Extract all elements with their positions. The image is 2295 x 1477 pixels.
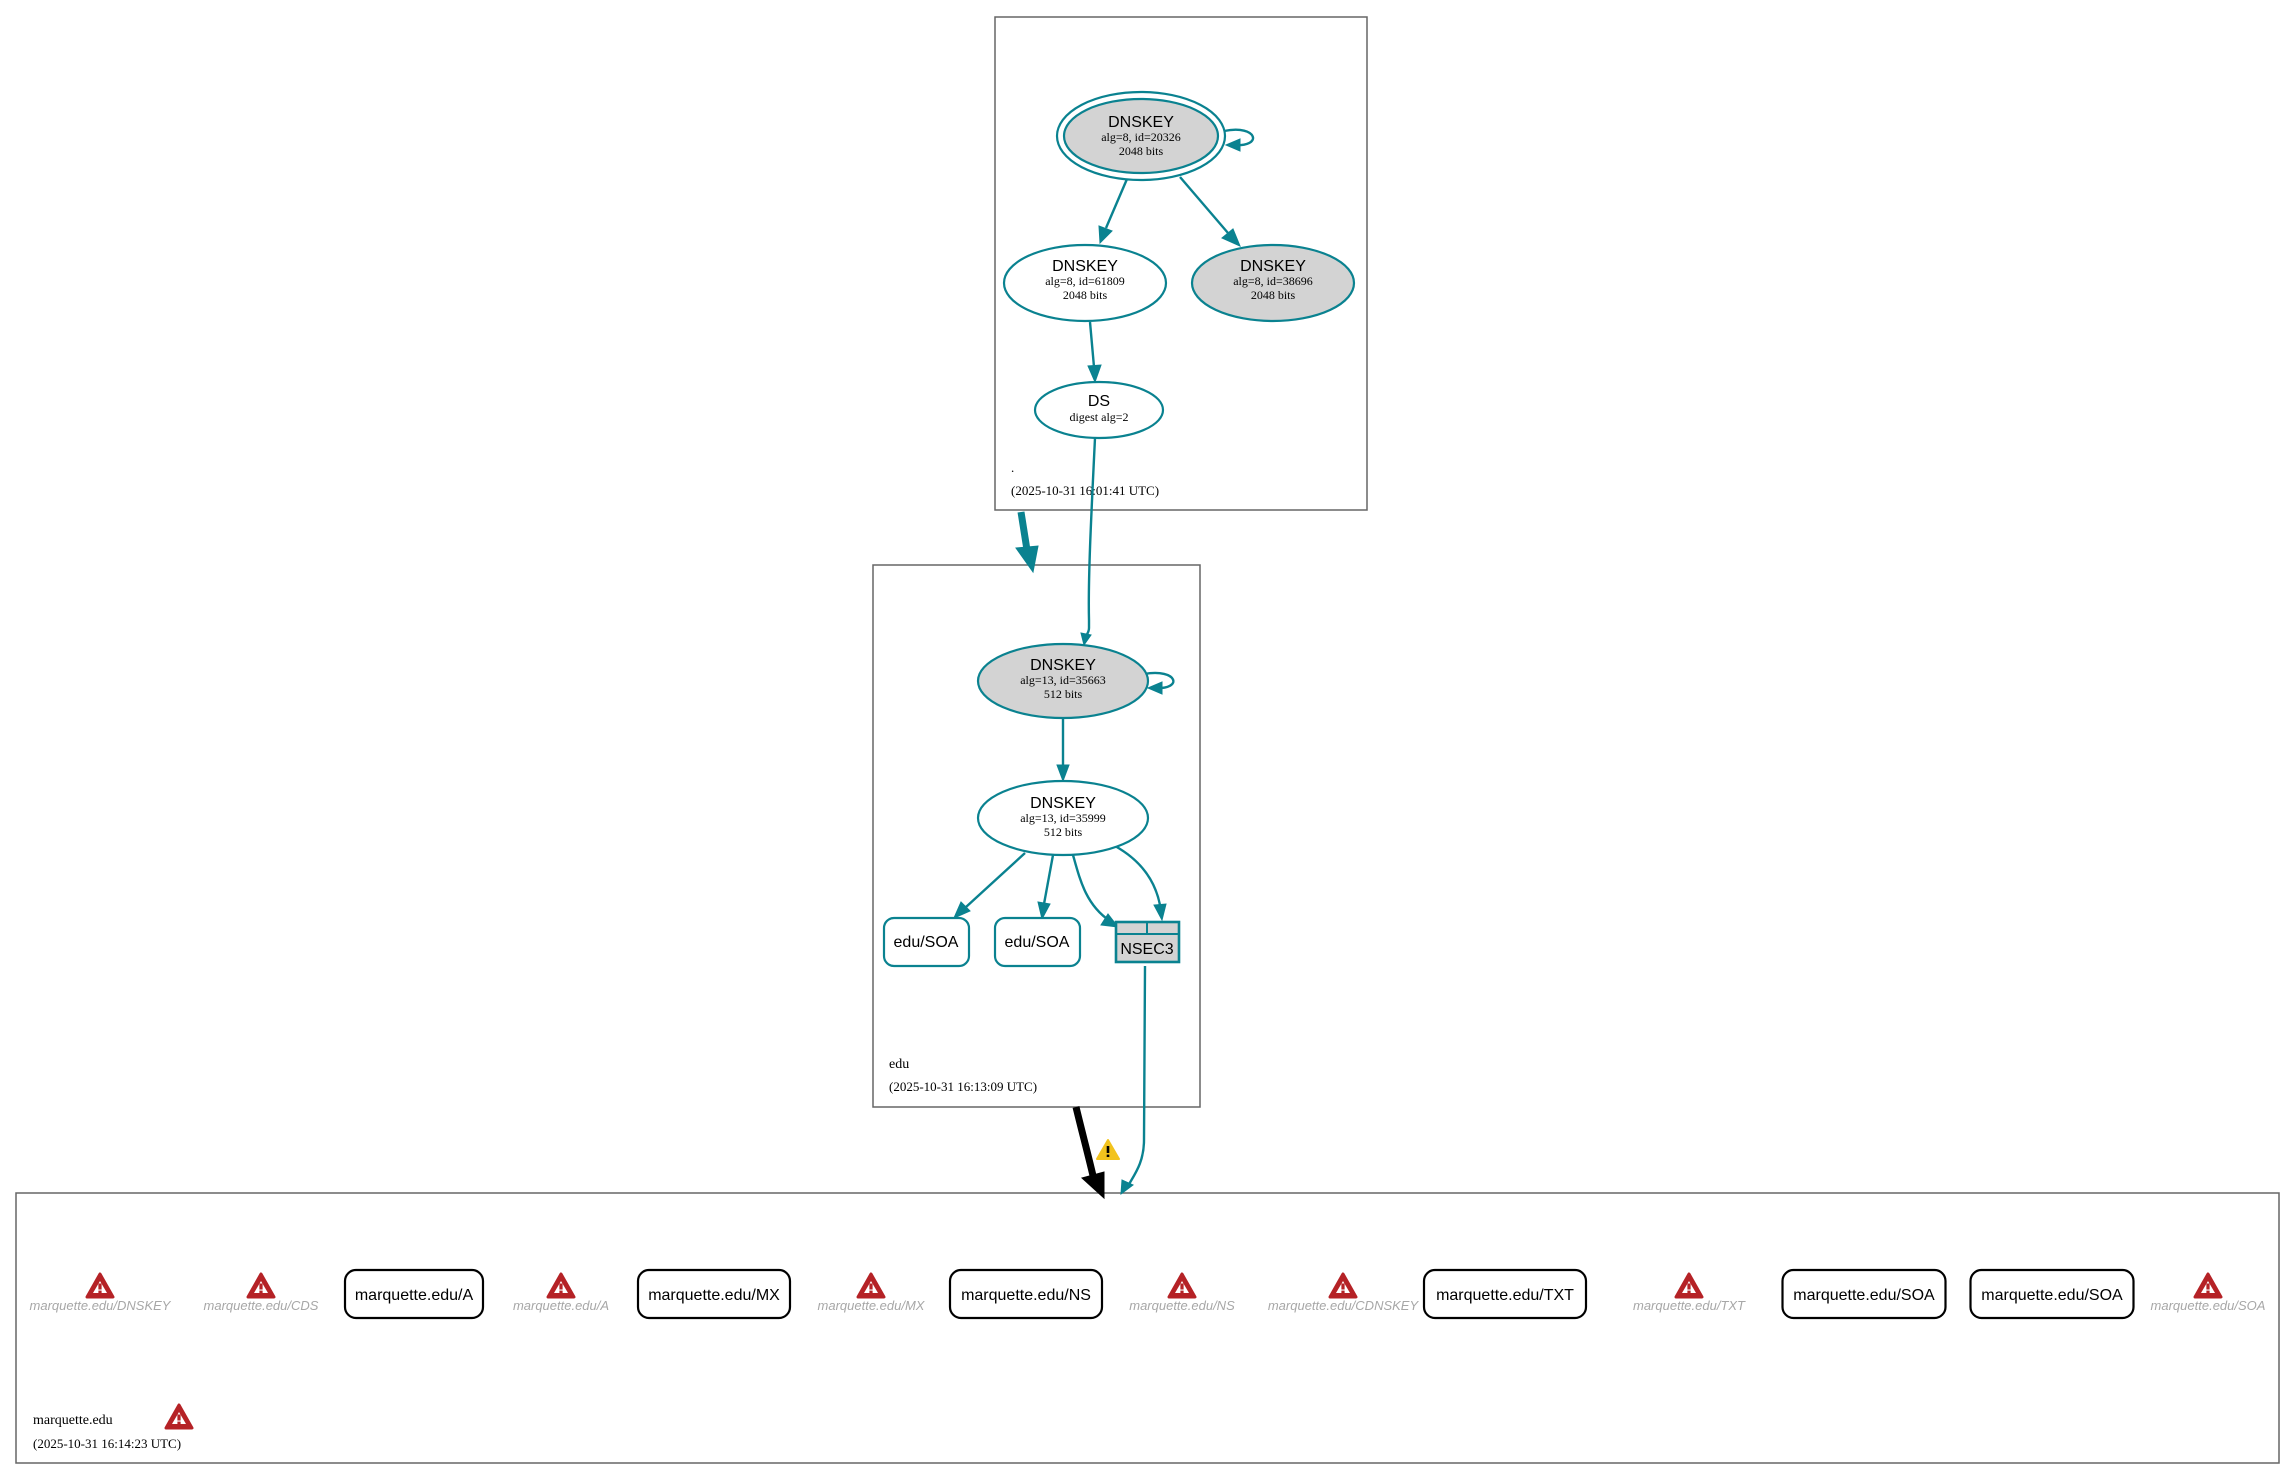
record-mx[interactable]: marquette.edu/MX bbox=[636, 1268, 792, 1320]
edge-root-ksk-self-arrow bbox=[1224, 138, 1241, 152]
record-label: marquette.edu/NS bbox=[961, 1287, 1091, 1304]
record-a[interactable]: marquette.edu/A bbox=[343, 1268, 485, 1320]
node-detail: alg=8, id=38696 bbox=[1233, 274, 1313, 288]
record-label: marquette.edu/CDNSKEY bbox=[1268, 1298, 1420, 1313]
edge-zsk-to-ds-arrow bbox=[1087, 364, 1102, 384]
record-missing-dnskey[interactable]: marquette.edu/DNSKEY bbox=[30, 1272, 172, 1313]
record-label: marquette.edu/NS bbox=[1129, 1298, 1235, 1313]
edge-ds-to-edu-ksk-arrow bbox=[1080, 632, 1092, 647]
nsec3-record[interactable]: NSEC3 bbox=[1114, 920, 1181, 964]
edge-ksk-to-zsk-arrow bbox=[1098, 225, 1113, 245]
record-missing-soa[interactable]: marquette.edu/SOA bbox=[2151, 1272, 2266, 1313]
record-label: marquette.edu/SOA bbox=[1981, 1287, 2123, 1304]
dnskey-root-ksk[interactable]: DNSKEY alg=8, id=20326 2048 bits bbox=[1055, 90, 1227, 182]
node-title: DNSKEY bbox=[1108, 114, 1174, 131]
dnskey-edu-zsk[interactable]: DNSKEY alg=13, id=35999 512 bits bbox=[976, 779, 1150, 857]
record-missing-cds[interactable]: marquette.edu/CDS bbox=[204, 1272, 319, 1313]
edge-ksk-to-zsk bbox=[1104, 178, 1129, 229]
delegation-edu-marquette bbox=[1072, 1106, 1098, 1181]
node-detail: alg=8, id=20326 bbox=[1101, 130, 1181, 144]
record-missing-ns[interactable]: marquette.edu/NS bbox=[1129, 1272, 1235, 1313]
delegation-edu-marquette-arrow bbox=[1080, 1171, 1105, 1200]
node-title: DNSKEY bbox=[1030, 795, 1096, 812]
edges bbox=[953, 128, 1255, 1200]
edge-edu-zsk-to-soa2-arrow bbox=[1037, 901, 1051, 921]
record-label: marquette.edu/A bbox=[513, 1298, 609, 1313]
node-detail: digest alg=2 bbox=[1069, 410, 1128, 424]
node-detail: 2048 bits bbox=[1251, 288, 1296, 302]
record-soa[interactable]: marquette.edu/SOA bbox=[1969, 1268, 2135, 1320]
record-label: edu/SOA bbox=[1005, 934, 1070, 951]
delegation-root-edu-arrow bbox=[1015, 545, 1039, 574]
record-missing-cdnskey[interactable]: marquette.edu/CDNSKEY bbox=[1268, 1272, 1420, 1313]
record-ns[interactable]: marquette.edu/NS bbox=[948, 1268, 1104, 1320]
record-label: marquette.edu/SOA bbox=[1793, 1287, 1935, 1304]
zone-edu-timestamp: (2025-10-31 16:13:09 UTC) bbox=[889, 1079, 1037, 1094]
record-missing-mx[interactable]: marquette.edu/MX bbox=[818, 1272, 926, 1313]
record-label: marquette.edu/CDS bbox=[204, 1298, 319, 1313]
zone-marquette: marquette.edu (2025-10-31 16:14:23 UTC) bbox=[15, 1192, 2280, 1464]
edge-edu-zsk-to-nsec3-b-arrow bbox=[1153, 903, 1167, 922]
edge-edu-zsk-to-soa1 bbox=[965, 852, 1026, 908]
marquette-records: marquette.edu/DNSKEY marquette.edu/CDS mar… bbox=[30, 1268, 2266, 1320]
zone-root-timestamp: (2025-10-31 16:01:41 UTC) bbox=[1011, 483, 1159, 498]
delegation-root-edu bbox=[1017, 511, 1031, 551]
record-label: marquette.edu/SOA bbox=[2151, 1298, 2266, 1313]
record-label: marquette.edu/MX bbox=[648, 1287, 780, 1304]
zone-marquette-timestamp: (2025-10-31 16:14:23 UTC) bbox=[33, 1436, 181, 1451]
node-title: DNSKEY bbox=[1030, 657, 1096, 674]
node-detail: alg=13, id=35663 bbox=[1020, 673, 1106, 687]
record-label: edu/SOA bbox=[894, 934, 959, 951]
edu-soa-record-2[interactable]: edu/SOA bbox=[993, 916, 1082, 968]
record-missing-txt[interactable]: marquette.edu/TXT bbox=[1633, 1272, 1746, 1313]
ds-record[interactable]: DS digest alg=2 bbox=[1033, 380, 1165, 440]
edge-edu-ksk-to-zsk-arrow bbox=[1056, 764, 1070, 783]
node-detail: 512 bits bbox=[1044, 687, 1083, 701]
node-title: DS bbox=[1088, 393, 1110, 410]
edge-ds-to-edu-ksk bbox=[1084, 437, 1097, 637]
edge-ksk-to-key3 bbox=[1179, 176, 1229, 234]
record-label: marquette.edu/A bbox=[355, 1287, 474, 1304]
node-detail: alg=8, id=61809 bbox=[1045, 274, 1125, 288]
edge-zsk-to-ds bbox=[1088, 321, 1096, 368]
record-soa[interactable]: marquette.edu/SOA bbox=[1781, 1268, 1947, 1320]
record-label: marquette.edu/MX bbox=[818, 1298, 926, 1313]
node-detail: 2048 bits bbox=[1063, 288, 1108, 302]
node-detail: 512 bits bbox=[1044, 825, 1083, 839]
dnskey-edu-ksk[interactable]: DNSKEY alg=13, id=35663 512 bits bbox=[976, 642, 1150, 720]
edu-soa-record-1[interactable]: edu/SOA bbox=[882, 916, 971, 968]
warning-triangle-icon bbox=[1096, 1139, 1120, 1160]
edge-edu-zsk-to-soa1-arrow bbox=[953, 901, 971, 919]
edge-ksk-to-key3-arrow bbox=[1221, 228, 1241, 247]
node-title: DNSKEY bbox=[1052, 258, 1118, 275]
node-detail: 2048 bits bbox=[1119, 144, 1164, 158]
edge-edu-zsk-to-soa2 bbox=[1042, 854, 1055, 905]
dnskey-root-key3[interactable]: DNSKEY alg=8, id=38696 2048 bits bbox=[1190, 243, 1356, 323]
edge-edu-zsk-to-nsec3-a bbox=[1071, 854, 1111, 922]
zone-marquette-frame bbox=[15, 1192, 2280, 1464]
edge-nsec3-to-marquette bbox=[1126, 965, 1147, 1187]
zone-marquette-name: marquette.edu bbox=[33, 1413, 113, 1428]
record-label: NSEC3 bbox=[1120, 941, 1173, 958]
record-label: marquette.edu/TXT bbox=[1633, 1298, 1746, 1313]
zone-root-name: . bbox=[1011, 460, 1014, 475]
edge-nsec3-to-marquette-arrow bbox=[1120, 1179, 1134, 1196]
dnskey-root-zsk[interactable]: DNSKEY alg=8, id=61809 2048 bits bbox=[1002, 243, 1168, 323]
record-label: marquette.edu/DNSKEY bbox=[30, 1298, 172, 1313]
edge-edu-zsk-to-nsec3-b bbox=[1114, 844, 1162, 906]
edge-edu-ksk-self-arrow bbox=[1146, 681, 1163, 695]
edge-edu-zsk-to-nsec3-a-arrow bbox=[1100, 913, 1120, 928]
zone-edu-name: edu bbox=[889, 1057, 909, 1072]
record-label: marquette.edu/TXT bbox=[1436, 1287, 1574, 1304]
record-missing-a[interactable]: marquette.edu/A bbox=[513, 1272, 609, 1313]
record-txt[interactable]: marquette.edu/TXT bbox=[1422, 1268, 1588, 1320]
node-detail: alg=13, id=35999 bbox=[1020, 811, 1106, 825]
node-title: DNSKEY bbox=[1240, 258, 1306, 275]
